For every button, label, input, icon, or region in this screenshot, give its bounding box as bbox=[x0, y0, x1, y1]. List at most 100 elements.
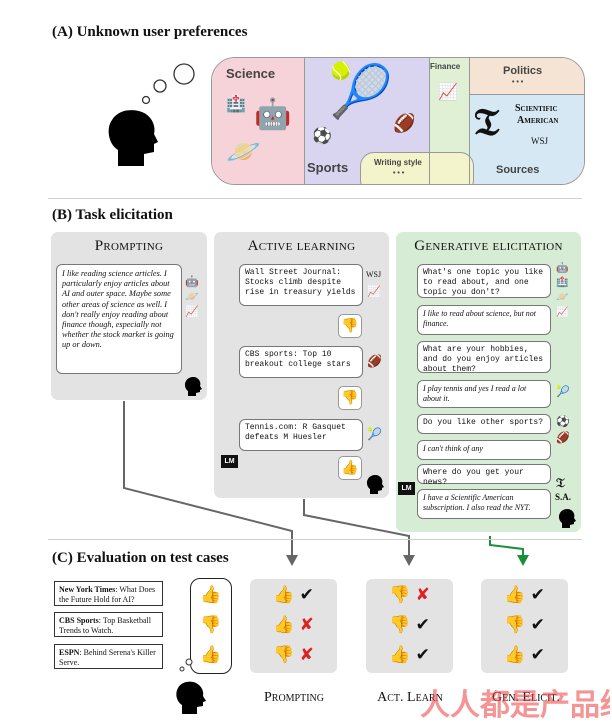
sports-label: Sports bbox=[307, 160, 349, 175]
generative-eval-row-1: 👍 ✔ bbox=[481, 585, 568, 605]
thumbs-down-icon: 👎 bbox=[389, 615, 411, 635]
hospital-icon: 🏥 bbox=[556, 277, 569, 288]
ge-message-4: I play tennis and yes I read a lot about… bbox=[417, 380, 551, 408]
active-eval-row-3: 👍 ✔ bbox=[366, 645, 453, 665]
cross-icon: ✘ bbox=[415, 585, 430, 605]
robot-icon: 🤖 bbox=[254, 97, 292, 132]
user-head-icon bbox=[366, 475, 384, 494]
ringed-planet-icon: 🪐 bbox=[556, 292, 569, 303]
test-case-1: New York Times: What Does the Future Hol… bbox=[54, 581, 163, 606]
active-eval-box: 👎 ✘ 👎 ✔ 👍 ✔ bbox=[366, 579, 453, 673]
wsj-logo: WSJ bbox=[531, 136, 549, 146]
soccer-ball-icon: ⚽ bbox=[556, 415, 570, 428]
prompting-user-text: I like reading science articles. I parti… bbox=[56, 264, 182, 374]
user-head-icon bbox=[108, 63, 195, 166]
nyt-logo-icon: 𝔗 bbox=[474, 102, 500, 144]
ringed-planet-icon: 🪐 bbox=[226, 135, 261, 168]
active-query-2: CBS sports: Top 10 breakout college star… bbox=[239, 346, 363, 378]
thumbs-up-icon: 👍 bbox=[338, 456, 362, 480]
science-region bbox=[212, 58, 304, 184]
nyt-logo-icon: 𝔗 bbox=[556, 475, 565, 490]
generative-eval-row-3: 👍 ✔ bbox=[481, 645, 568, 665]
test-case-3-headline: : Behind Serena's Killer Serve. bbox=[59, 648, 156, 667]
thumbs-up-icon: 👍 bbox=[389, 645, 411, 665]
test-case-2: CBS Sports: Top Basketball Trends to Wat… bbox=[54, 612, 163, 637]
ge-message-1: What's one topic you like to read about,… bbox=[417, 264, 551, 298]
ringed-planet-icon: 🪐 bbox=[185, 290, 199, 303]
football-icon: 🏈 bbox=[393, 113, 416, 134]
writing-style-dots: • • • bbox=[393, 170, 405, 177]
thumbs-up-icon: 👍 bbox=[273, 585, 295, 605]
tennis-ball-icon: 🎾 bbox=[367, 427, 382, 441]
section-b-title: (B) Task elicitation bbox=[52, 207, 173, 223]
ge-message-7: Where do you get your news? bbox=[417, 464, 551, 487]
generative-eval-box: 👍 ✔ 👎 ✔ 👍 ✔ bbox=[481, 579, 568, 673]
ge-message-5: Do you like other sports? bbox=[417, 414, 551, 434]
thumbs-up-icon: 👍 bbox=[504, 585, 526, 605]
user-head-icon bbox=[184, 377, 202, 396]
eval-label-generative: Gen. Elicit. bbox=[491, 690, 561, 705]
writing-style-label: Writing style bbox=[374, 158, 422, 167]
active-query-1: Wall Street Journal: Stocks climb despit… bbox=[239, 264, 363, 306]
check-icon: ✔ bbox=[415, 645, 430, 665]
test-case-3: ESPN: Behind Serena's Killer Serve. bbox=[54, 644, 163, 669]
eval-label-active: Act. Learn bbox=[377, 690, 443, 705]
prompting-eval-box: 👍 ✔ 👍 ✘ 👎 ✘ bbox=[250, 579, 337, 673]
thumbs-down-icon: 👎 bbox=[338, 386, 362, 410]
eval-label-prompting: Prompting bbox=[263, 690, 324, 705]
section-a-title: (A) Unknown user preferences bbox=[52, 24, 248, 40]
chart-increasing-icon: 📈 bbox=[556, 307, 569, 318]
tennis-ball-icon: 🎾 bbox=[328, 62, 393, 122]
thumbs-up-icon: 👍 bbox=[200, 645, 222, 665]
divider-a-b bbox=[48, 198, 582, 199]
test-case-3-source: ESPN bbox=[59, 648, 80, 657]
test-case-1-headline: : What Does the Future Hold for AI? bbox=[59, 585, 156, 604]
robot-icon: 🤖 bbox=[556, 263, 569, 274]
football-icon: 🏈 bbox=[556, 431, 570, 444]
prompting-eval-row-3: 👎 ✘ bbox=[250, 645, 337, 665]
check-icon: ✔ bbox=[530, 645, 545, 665]
thumbs-down-icon: 👎 bbox=[389, 585, 411, 605]
generative-eval-row-2: 👎 ✔ bbox=[481, 615, 568, 635]
check-icon: ✔ bbox=[530, 585, 545, 605]
wsj-logo: WSJ bbox=[366, 270, 382, 279]
user-head-icon bbox=[558, 509, 576, 528]
thumbs-up-icon: 👍 bbox=[273, 615, 295, 635]
soccer-ball-icon: ⚽ bbox=[312, 126, 332, 145]
thumbs-down-icon: 👎 bbox=[504, 615, 526, 635]
chart-increasing-icon: 📈 bbox=[438, 82, 458, 101]
politics-dots: • • • bbox=[512, 79, 524, 86]
cross-icon: ✘ bbox=[299, 615, 314, 635]
thumbs-down-icon: 👎 bbox=[338, 314, 362, 338]
prompting-eval-row-2: 👍 ✘ bbox=[250, 615, 337, 635]
thumbs-up-icon: 👍 bbox=[504, 645, 526, 665]
sciam-line2: American bbox=[517, 115, 559, 126]
ge-message-8: I have a Scientific American subscriptio… bbox=[417, 489, 551, 519]
check-icon: ✔ bbox=[530, 615, 545, 635]
prompting-eval-row-1: 👍 ✔ bbox=[250, 585, 337, 605]
football-icon: 🏈 bbox=[367, 354, 382, 368]
finance-label: Finance bbox=[430, 62, 461, 71]
active-eval-row-2: 👎 ✔ bbox=[366, 615, 453, 635]
user-head-icon bbox=[176, 658, 206, 714]
thumbs-down-icon: 👎 bbox=[273, 645, 295, 665]
science-label: Science bbox=[226, 66, 276, 81]
divider-b-c bbox=[48, 539, 582, 540]
active-learning-title: Active learning bbox=[247, 238, 356, 254]
sciam-logo: Scientific American bbox=[515, 103, 558, 127]
section-c-title: (C) Evaluation on test cases bbox=[52, 550, 229, 566]
test-case-1-source: New York Times bbox=[59, 585, 116, 594]
lm-badge: LM bbox=[221, 455, 238, 468]
chart-increasing-icon: 📈 bbox=[185, 305, 199, 318]
sources-region bbox=[469, 94, 584, 184]
robot-icon: 🤖 bbox=[185, 275, 199, 288]
generative-elicitation-title: Generative elicitation bbox=[414, 238, 563, 254]
check-icon: ✔ bbox=[415, 615, 430, 635]
preferences-blob bbox=[211, 57, 585, 185]
test-case-2-source: CBS Sports bbox=[59, 616, 99, 625]
politics-label: Politics bbox=[503, 65, 543, 77]
check-icon: ✔ bbox=[299, 585, 314, 605]
ge-message-3: What are your hobbies, and do you enjoy … bbox=[417, 341, 551, 374]
writing-style-region bbox=[360, 152, 474, 184]
